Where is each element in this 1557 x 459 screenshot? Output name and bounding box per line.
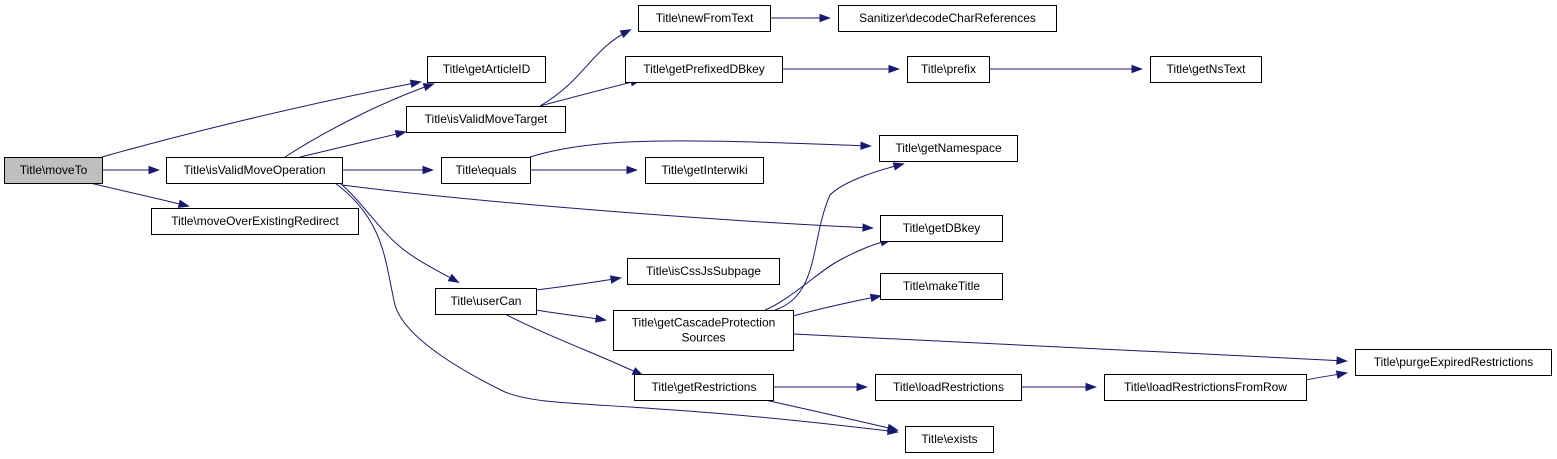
edge-isValidMoveOperation-to-isValidMoveTarget xyxy=(299,130,407,158)
node-getPrefixedDBkey[interactable]: Title\getPrefixedDBkey xyxy=(625,56,783,83)
node-getNsText[interactable]: Title\getNsText xyxy=(1150,56,1262,83)
edge-isValidMoveOperation-to-equals xyxy=(342,165,434,175)
node-isCssJsSubpage[interactable]: Title\isCssJsSubpage xyxy=(627,258,780,285)
node-label-makeTitle: Title\makeTitle xyxy=(903,279,980,293)
edge-getRestrictions-to-loadRestrictions xyxy=(772,382,868,392)
edge-moveTo-to-moveOverExistingRedirect xyxy=(89,182,190,208)
edge-loadRestrictions-to-loadRestrictionsFromRow xyxy=(1020,382,1097,392)
edge-isValidMoveTarget-to-newFromText xyxy=(539,29,632,107)
node-isValidMoveTarget[interactable]: Title\isValidMoveTarget xyxy=(406,106,566,133)
edge-moveTo-to-isValidMoveOperation xyxy=(102,165,160,175)
edge-isValidMoveOperation-to-getArticleID xyxy=(284,83,435,158)
node-userCan[interactable]: Title\userCan xyxy=(435,288,537,315)
node-decodeCharReferences[interactable]: Sanitizer\decodeCharReferences xyxy=(838,5,1057,32)
node-label-getRestrictions: Title\getRestrictions xyxy=(652,380,757,394)
node-label-isCssJsSubpage: Title\isCssJsSubpage xyxy=(646,264,761,278)
edge-newFromText-to-decodeCharReferences xyxy=(770,13,831,23)
node-getDBkey[interactable]: Title\getDBkey xyxy=(880,215,1003,242)
node-label-decodeCharReferences: Sanitizer\decodeCharReferences xyxy=(859,11,1036,25)
node-label-getNamespace: Title\getNamespace xyxy=(895,141,1002,155)
node-label-getInterwiki: Title\getInterwiki xyxy=(661,163,747,177)
node-isValidMoveOperation[interactable]: Title\isValidMoveOperation xyxy=(166,157,343,184)
edge-userCan-to-getCascadeProtectionSources xyxy=(535,309,607,323)
node-label-loadRestrictions: Title\loadRestrictions xyxy=(893,380,1004,394)
node-label-purgeExpiredRestrictions: Title\purgeExpiredRestrictions xyxy=(1374,355,1534,369)
node-newFromText[interactable]: Title\newFromText xyxy=(638,5,771,32)
edge-prefix-to-getNsText xyxy=(989,64,1143,74)
node-getRestrictions[interactable]: Title\getRestrictions xyxy=(634,374,774,401)
node-loadRestrictionsFromRow[interactable]: Title\loadRestrictionsFromRow xyxy=(1104,374,1307,401)
node-label-moveOverExistingRedirect: Title\moveOverExistingRedirect xyxy=(171,214,339,228)
node-moveTo[interactable]: Title\moveTo xyxy=(4,157,103,184)
node-label-isValidMoveOperation: Title\isValidMoveOperation xyxy=(183,163,325,177)
node-exists[interactable]: Title\exists xyxy=(905,426,994,453)
node-label-getCascadeProtectionSources-line-1: Title\getCascadeProtection xyxy=(632,316,776,330)
edge-isValidMoveOperation-to-userCan xyxy=(339,182,460,283)
edge-userCan-to-isCssJsSubpage xyxy=(535,275,622,291)
edge-getPrefixedDBkey-to-prefix xyxy=(782,64,900,74)
node-makeTitle[interactable]: Title\makeTitle xyxy=(880,273,1003,300)
edge-isValidMoveOperation-to-getDBkey xyxy=(341,184,874,232)
node-label-getCascadeProtectionSources-line-2: Sources xyxy=(681,331,725,345)
node-label-getPrefixedDBkey: Title\getPrefixedDBkey xyxy=(643,62,765,76)
edges-layer xyxy=(89,13,1348,436)
node-getArticleID[interactable]: Title\getArticleID xyxy=(427,56,546,83)
node-equals[interactable]: Title\equals xyxy=(441,157,531,184)
edge-isValidMoveOperation-to-exists xyxy=(334,182,899,436)
node-getInterwiki[interactable]: Title\getInterwiki xyxy=(645,157,764,184)
node-label-exists: Title\exists xyxy=(921,432,977,446)
node-label-isValidMoveTarget: Title\isValidMoveTarget xyxy=(425,112,548,126)
node-label-userCan: Title\userCan xyxy=(451,294,522,308)
node-purgeExpiredRestrictions[interactable]: Title\purgeExpiredRestrictions xyxy=(1355,349,1552,376)
node-prefix[interactable]: Title\prefix xyxy=(907,56,990,83)
edge-getCascadeProtectionSources-to-getNamespace xyxy=(774,162,905,311)
edge-getCascadeProtectionSources-to-makeTitle xyxy=(792,293,882,317)
node-label-prefix: Title\prefix xyxy=(921,62,976,76)
edge-equals-to-getNamespace xyxy=(529,140,872,158)
edge-getCascadeProtectionSources-to-purgeExpiredRestrictions xyxy=(792,333,1348,365)
edge-moveTo-to-getArticleID xyxy=(101,79,422,158)
node-getNamespace[interactable]: Title\getNamespace xyxy=(879,135,1018,162)
node-label-moveTo: Title\moveTo xyxy=(20,163,88,177)
node-label-loadRestrictionsFromRow: Title\loadRestrictionsFromRow xyxy=(1124,380,1287,394)
node-label-equals: Title\equals xyxy=(456,163,517,177)
node-label-getDBkey: Title\getDBkey xyxy=(903,221,981,235)
edge-loadRestrictionsFromRow-to-purgeExpiredRestrictions xyxy=(1305,370,1348,381)
node-loadRestrictions[interactable]: Title\loadRestrictions xyxy=(875,374,1022,401)
node-label-newFromText: Title\newFromText xyxy=(656,11,754,25)
edge-equals-to-getInterwiki xyxy=(530,165,638,175)
node-moveOverExistingRedirect[interactable]: Title\moveOverExistingRedirect xyxy=(151,208,359,235)
node-label-getArticleID: Title\getArticleID xyxy=(443,62,531,76)
node-label-getNsText: Title\getNsText xyxy=(1167,62,1247,76)
edge-getRestrictions-to-exists xyxy=(764,399,899,432)
